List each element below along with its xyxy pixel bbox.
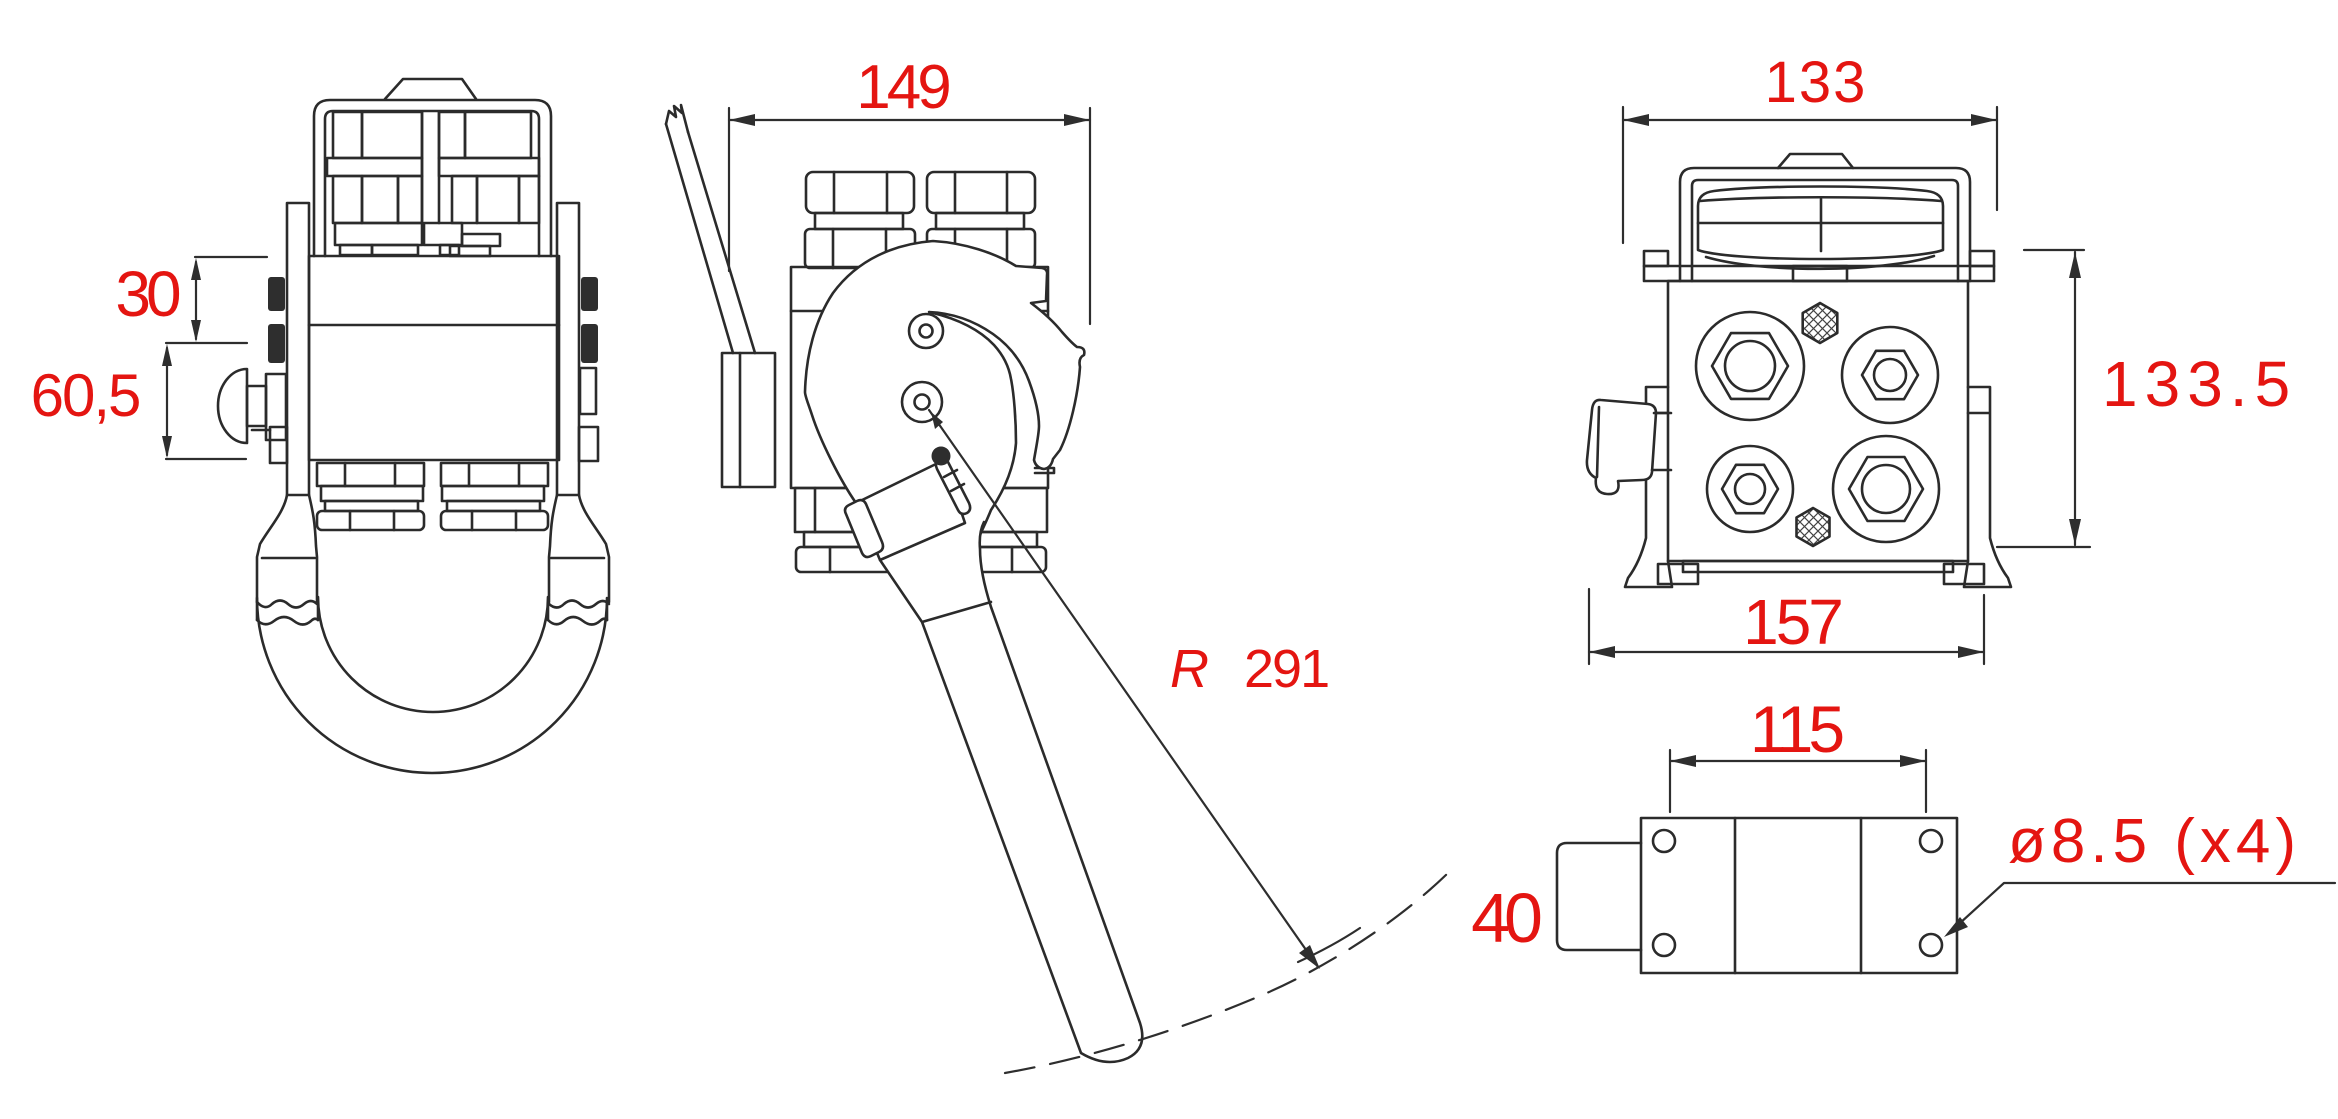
svg-text:149: 149 <box>856 53 949 122</box>
svg-text:291: 291 <box>1244 639 1328 699</box>
svg-text:133: 133 <box>1765 50 1868 115</box>
svg-text:133.5: 133.5 <box>2102 348 2297 420</box>
svg-text:157: 157 <box>1743 586 1841 658</box>
svg-text:115: 115 <box>1750 692 1843 766</box>
svg-text:R: R <box>1170 639 1209 699</box>
svg-text:40: 40 <box>1471 879 1541 957</box>
svg-text:60,5: 60,5 <box>31 362 140 429</box>
svg-text:30: 30 <box>115 258 180 330</box>
svg-text:ø8.5 (x4): ø8.5 (x4) <box>2008 807 2301 876</box>
